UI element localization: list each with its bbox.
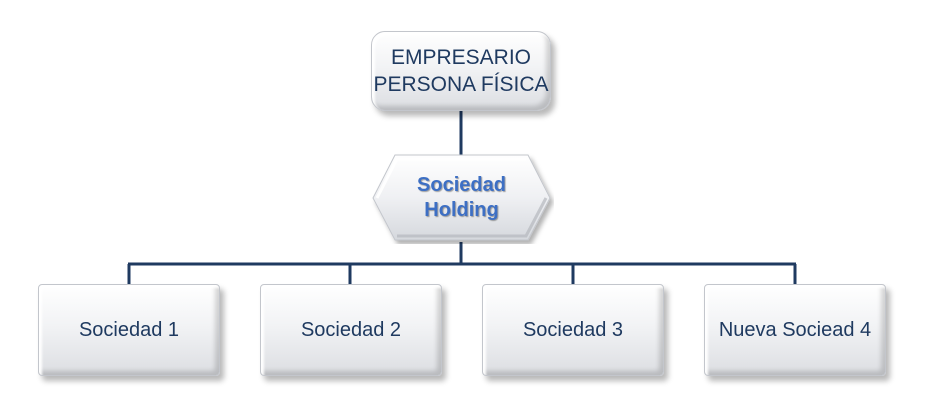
sociedad-1-node: Sociedad 1 (38, 284, 220, 376)
holding-hexagon-shape (372, 154, 551, 241)
sociedad-1-label: Sociedad 1 (78, 318, 180, 341)
nueva-sociedad-4-label: Nueva Sociead 4 (718, 318, 872, 341)
sociedad-2-node: Sociedad 2 (260, 284, 442, 376)
holding-node: Sociedad Holding (369, 152, 554, 244)
sociedad-3-label: Sociedad 3 (522, 318, 624, 341)
sociedad-2-label: Sociedad 2 (300, 318, 402, 341)
empresario-label-line1: EMPRESARIO (390, 46, 531, 69)
sociedad-3-node: Sociedad 3 (482, 284, 664, 376)
holding-label-line2: Holding (424, 199, 499, 221)
nueva-sociedad-4-node: Nueva Sociead 4 (704, 284, 886, 376)
empresario-node: EMPRESARIO PERSONA FÍSICA (371, 31, 551, 111)
holding-label-line1: Sociedad (417, 174, 506, 196)
empresario-label-line2: PERSONA FÍSICA (373, 73, 549, 96)
